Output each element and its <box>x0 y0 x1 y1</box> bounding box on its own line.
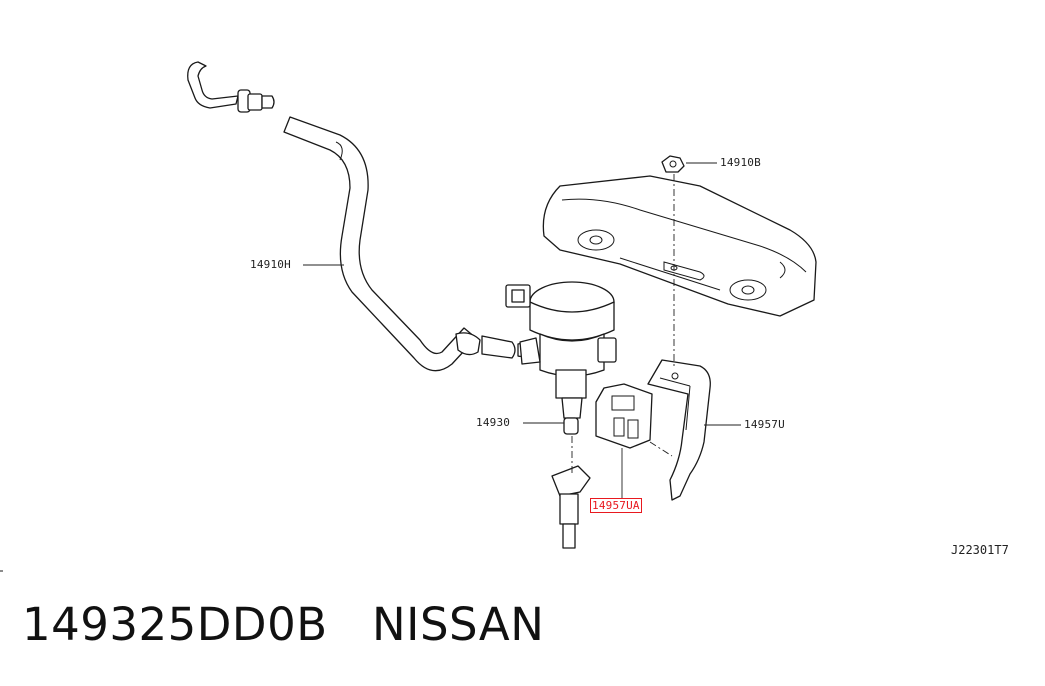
label-valve: 14930 <box>476 416 511 429</box>
diagram-reference: J22301T7 <box>951 543 1009 557</box>
bracket <box>647 359 711 501</box>
purge-valve <box>505 281 617 435</box>
label-bracket-sub: 14957UA <box>590 498 642 513</box>
label-nut: 14910B <box>720 156 761 169</box>
connector <box>551 465 591 549</box>
label-hose: 14910H <box>250 258 291 271</box>
nut <box>661 155 685 173</box>
bracket-sub <box>595 383 653 449</box>
purge-hose <box>187 61 527 372</box>
brand-name: NISSAN <box>372 598 545 651</box>
heat-shield <box>542 175 817 317</box>
part-number: 149325DD0B <box>22 598 328 651</box>
part-caption: 149325DD0B NISSAN <box>22 598 544 651</box>
label-bracket: 14957U <box>744 418 785 431</box>
